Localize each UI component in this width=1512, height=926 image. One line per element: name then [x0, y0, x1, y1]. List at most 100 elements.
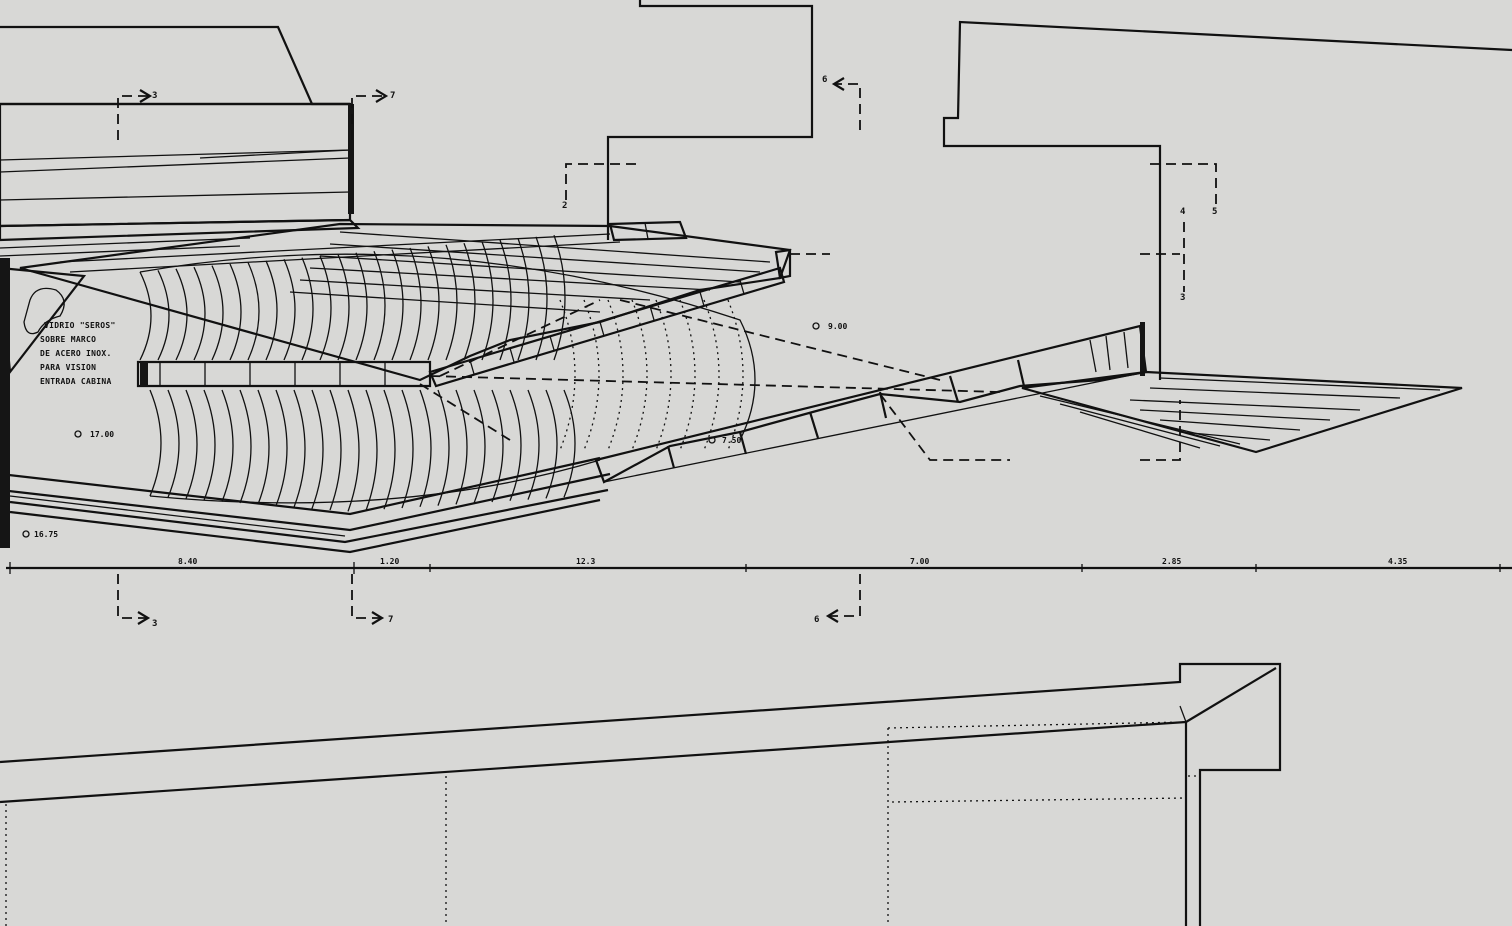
seating-arc — [401, 389, 414, 509]
seating-arc — [239, 389, 252, 504]
dimension-label: 2.85 — [1162, 557, 1181, 566]
seating-arc — [157, 270, 170, 361]
note-line: PARA VISION — [40, 363, 96, 372]
seating-arc — [445, 244, 458, 361]
seating-arc — [535, 236, 548, 361]
right-ramp — [1021, 370, 1463, 454]
section-label: 7 — [388, 615, 393, 625]
seating-arc — [553, 234, 566, 361]
seating-arc — [499, 239, 512, 361]
seating-arc — [311, 389, 324, 509]
seating-arcs — [139, 234, 756, 512]
dimension-label: 4.35 — [1388, 557, 1407, 566]
seating-arc — [275, 389, 288, 507]
section-marker-5: 5 — [1150, 163, 1217, 217]
section-marker-7-bottom: 7 — [351, 574, 393, 625]
seating-arc — [347, 389, 360, 512]
seating-arc — [481, 241, 494, 361]
seating-arc — [203, 389, 216, 501]
seating-arc — [301, 257, 314, 361]
level-mark-center: 9.00 — [812, 322, 847, 331]
seating-arc — [167, 389, 180, 498]
note-line: ENTRADA CABINA — [40, 377, 112, 386]
section-label: 3 — [1180, 293, 1185, 303]
seating-arc — [337, 254, 350, 361]
seating-arc — [355, 252, 368, 361]
seating-arc — [409, 247, 422, 361]
seating-arc — [727, 299, 744, 451]
level-text: 16.75 — [34, 530, 58, 539]
seating-arc — [655, 299, 672, 451]
diagonal-beam — [594, 322, 1148, 484]
section-label: 5 — [1212, 207, 1217, 217]
seating-arc — [139, 271, 152, 361]
dimension-label: 12.3 — [576, 557, 595, 566]
viewing-window-band — [136, 360, 432, 388]
level-mark-left: 17.00 — [74, 430, 114, 439]
seating-arc — [211, 265, 224, 361]
note-line: DE ACERO INOX. — [40, 349, 112, 358]
lower-plan — [0, 662, 1282, 926]
seating-arc — [229, 263, 242, 361]
seating-arc — [221, 389, 234, 502]
note-line: SOBRE MARCO — [40, 335, 96, 344]
seating-arc — [455, 389, 468, 505]
seating-arc — [473, 389, 486, 504]
seating-arc — [437, 389, 450, 506]
seating-arc — [193, 266, 206, 361]
upper-wall-outline — [0, 0, 1512, 380]
seating-arc — [463, 242, 476, 361]
section-label: 7 — [390, 91, 395, 101]
seating-arc — [563, 389, 576, 498]
section-marker-2: 2 — [562, 163, 636, 211]
seating-arc — [265, 260, 278, 361]
note-line: VIDRIO "SEROS" — [44, 321, 116, 330]
seating-arc — [175, 268, 188, 361]
seating-arc — [373, 250, 386, 361]
seating-arc — [247, 262, 260, 361]
seating-arc — [293, 389, 306, 508]
section-label: 2 — [562, 201, 567, 211]
section-marker-7-top: 7 — [351, 89, 395, 140]
seating-arc — [257, 389, 270, 505]
seating-arc — [149, 389, 162, 497]
seating-arc — [419, 389, 432, 508]
seating-arc — [703, 299, 720, 451]
seating-arc — [319, 255, 332, 361]
seating-arc — [365, 389, 378, 511]
seating-arc — [283, 258, 296, 361]
seating-arc — [517, 238, 530, 361]
section-label: 3 — [152, 619, 157, 629]
dimension-label: 8.40 — [178, 557, 197, 566]
seating-arc — [559, 299, 576, 451]
left-glass-pane — [0, 258, 87, 548]
booth-lower-slab — [0, 456, 611, 554]
seating-arc — [583, 299, 600, 451]
seating-arc — [679, 299, 696, 451]
seating-arc — [527, 389, 540, 500]
level-mark-right: 7.50 — [708, 436, 741, 445]
seating-arc — [383, 389, 396, 510]
seating-arc — [545, 389, 558, 499]
section-marker-3-top: 3 — [117, 89, 157, 140]
seating-arc — [491, 389, 504, 503]
seating-arc — [185, 389, 198, 500]
seating-envelope — [149, 459, 601, 504]
dimension-label: 7.00 — [910, 557, 929, 566]
glass-note: VIDRIO "SEROS" SOBRE MARCO DE ACERO INOX… — [40, 321, 116, 386]
section-marker-3-bottom: 3 — [117, 574, 157, 629]
level-text: 17.00 — [90, 430, 114, 439]
dimension-label: 1.20 — [380, 557, 399, 566]
section-label: 3 — [152, 91, 157, 101]
dimension-line: 8.40 1.20 12.3 7.00 2.85 4.35 — [6, 557, 1512, 574]
sight-lines — [419, 253, 1181, 461]
seating-arc — [509, 389, 522, 502]
seating-arc — [329, 389, 342, 511]
section-label: 6 — [814, 615, 819, 625]
section-marker-6-top: 6 — [822, 75, 861, 130]
level-text: 9.00 — [828, 322, 847, 331]
upper-left-slab — [0, 102, 361, 257]
seating-arc — [607, 299, 624, 451]
level-text: 7.50 — [722, 436, 741, 445]
